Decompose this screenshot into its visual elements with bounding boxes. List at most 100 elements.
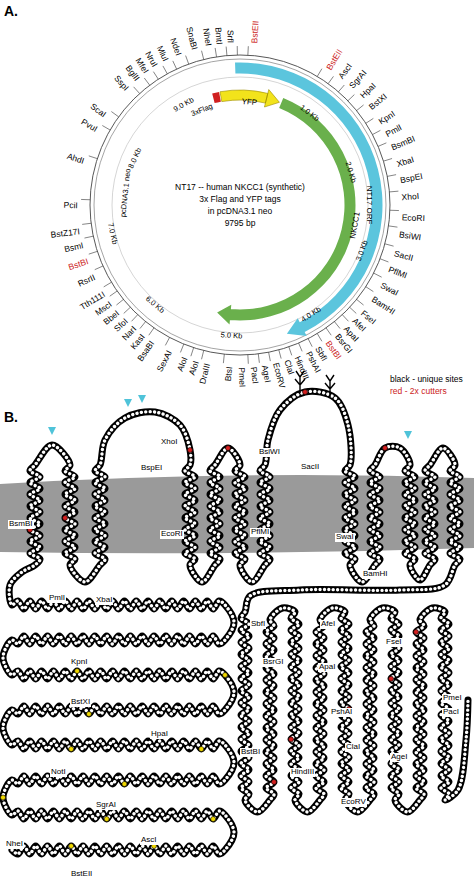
label-text: KpnI [377,109,397,126]
label-text: BsmI [63,241,84,254]
label-text: PciI [64,201,78,211]
label-text: FseI [385,638,403,647]
label-text: EcoRV [340,798,367,807]
site-tick [378,143,386,147]
label-text: B. [4,410,18,425]
label-text: SacII [393,249,414,263]
label-text: NT17 ORF [365,186,374,225]
site-tick [247,46,248,55]
site-tick [202,351,204,360]
red-residue [226,446,231,451]
site-tick [116,299,123,305]
site-tick [389,226,398,227]
backbone-ring [112,77,368,333]
site-tick [180,344,183,352]
site-tick [173,61,177,69]
yellow-residue [69,844,74,849]
label-text: NT17 -- human NKCC1 (synthetic) [175,183,305,192]
label-text: PmeI [442,694,463,703]
site-tick [350,307,357,313]
site-tick [380,259,388,262]
label-text: BsmBI [390,134,417,152]
site-tick [202,51,204,60]
label-text: XhoI [402,192,420,203]
site-tick [317,69,322,77]
yellow-residue [199,747,204,752]
label-text: HpaI [150,730,169,739]
label-text: PmlI [384,123,403,139]
site-tick [390,210,399,211]
red-residue [414,630,419,635]
label-text: SexAI [155,349,174,373]
red-residue [383,446,388,451]
label-text: PvuI [79,118,98,135]
label-text: AscI [140,836,158,845]
site-tick [186,56,189,64]
label-text: BspEI [399,172,423,186]
red-residue [63,515,68,520]
label-text: PacI [248,366,259,384]
backbone-ring [90,55,390,355]
label-text: red - 2x cutters [390,387,447,396]
label-text: 8.0 Kb [127,147,143,170]
site-tick [153,72,158,80]
site-tick [89,251,98,254]
site-tick [357,299,364,305]
site-tick [132,315,138,322]
site-tick [348,95,354,101]
site-tick [317,334,322,342]
label-text: NdeI [167,37,182,57]
label-text: PflMI [250,528,270,537]
label-text: 9795 bp [225,219,256,228]
protein-chain [3,391,468,854]
site-tick [366,287,374,292]
site-tick [144,78,149,85]
label-text: SgrAI [95,801,117,810]
label-text: EcoRI [160,530,184,539]
label-text: BspEI [140,464,163,473]
label-text: SbfI [250,620,266,629]
yellow-residue [69,747,74,752]
label-text: SacII [300,463,320,472]
site-tick [308,339,312,347]
site-tick [366,118,374,123]
red-residue [188,448,193,453]
site-tick [357,105,364,111]
red-residue [289,737,294,742]
site-tick [328,76,333,83]
site-tick [84,236,93,238]
label-text: SspI [112,74,130,93]
yellow-residue [86,712,91,717]
site-tick [82,223,91,224]
red-residue [272,780,277,785]
site-tick [226,47,228,56]
label-text: 3xFlag [190,102,214,118]
label-text: PmlI [48,594,66,603]
site-tick [111,112,118,117]
site-tick [237,46,238,55]
label-text: BstZ17I [50,227,80,240]
label-text: XbaI [95,596,113,605]
site-tick [279,350,281,359]
red-residue [303,390,308,395]
site-tick [342,315,348,322]
label-text: pcDNA3.1 neo [119,168,132,217]
label-text: 5.0 Kb [220,331,242,341]
cleavage-marker [48,427,56,435]
site-tick [374,273,382,277]
glycosylation-tree [325,375,335,397]
label-text: NotI [50,768,67,777]
label-text: BsrGI [262,658,284,667]
site-tick [215,48,216,57]
label-text: NheI [5,840,24,849]
cleavage-marker [124,399,132,407]
site-tick [372,130,380,134]
label-text: PacI [442,708,460,717]
yellow-residue [223,673,228,678]
flag-tag [212,92,221,103]
label-text: BstXI [70,698,91,707]
label-text: ScaI [88,102,107,120]
label-text: 6.0 Kb [144,294,166,314]
